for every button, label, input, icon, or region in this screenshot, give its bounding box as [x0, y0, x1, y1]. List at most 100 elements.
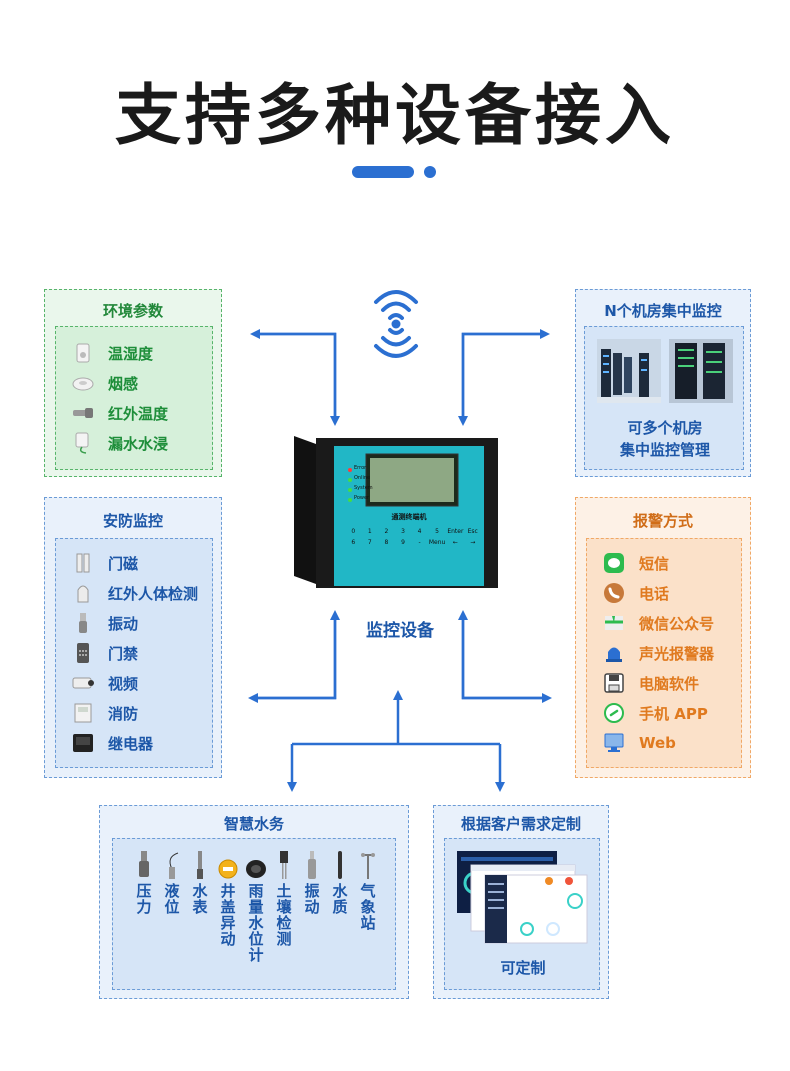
- keypad-key: Menu: [428, 539, 446, 546]
- list-item: 视频: [72, 671, 138, 695]
- list-item: 漏水水浸: [72, 431, 168, 455]
- custom-caption: 可定制: [500, 959, 546, 977]
- led-label: Power: [354, 495, 370, 501]
- monitor-icon: [603, 732, 625, 754]
- save-disk-icon: [603, 672, 625, 694]
- pir-sensor-icon: [72, 582, 94, 604]
- environment-header: 环境参数: [102, 302, 163, 320]
- thermo-hygrometer-icon: [72, 342, 94, 364]
- list-item: 电话: [603, 581, 669, 605]
- list-item: 继电器: [72, 731, 153, 755]
- list-item: 红外人体检测: [72, 581, 198, 605]
- list-item: 烟感: [72, 371, 138, 395]
- dashboard-screens-image: [457, 851, 588, 944]
- camera-icon: [72, 672, 94, 694]
- keypad-key: 2: [384, 528, 389, 535]
- keypad-key: 0: [351, 528, 356, 535]
- title-underline-bar: [352, 166, 414, 178]
- security-list: 门磁 红外人体检测 振动 门禁 视频 消防 继电器: [55, 538, 213, 768]
- custom-header: 根据客户需求定制: [460, 815, 581, 833]
- keypad-key: 7: [367, 539, 372, 546]
- arrow-to-security: [248, 614, 337, 703]
- list-item: 水表: [189, 849, 211, 919]
- access-control-icon: [72, 642, 94, 664]
- list-item: 水质: [329, 849, 351, 919]
- list-item: 温湿度: [72, 341, 153, 365]
- arrow-from-datacenter: [458, 332, 546, 426]
- environment-panel: 环境参数 温湿度 烟感 红外温度 漏水水浸: [44, 289, 222, 477]
- title-underline-dot: [424, 166, 436, 178]
- alarm-panel: 报警方式 短信 电话 微信公众号 声光报警器 电脑软件 手机 APP Web: [575, 497, 751, 778]
- pressure-sensor-icon: [133, 849, 155, 879]
- keypad-key: Enter: [447, 528, 464, 535]
- list-item: 振动: [301, 849, 323, 919]
- vibration-probe-icon: [301, 849, 323, 879]
- relay-icon: [72, 732, 94, 754]
- wechat-icon: [603, 612, 625, 634]
- water-leak-sensor-icon: [72, 432, 94, 454]
- smart-water-panel: 智慧水务 压力 液位 水表 井盖异动 雨量水位计 土壤检测 振动: [99, 805, 409, 999]
- phone-icon: [603, 582, 625, 604]
- list-item: 土壤检测: [273, 849, 295, 951]
- keypad-key: 5: [435, 528, 439, 535]
- arrow-to-alarm: [461, 614, 552, 703]
- list-item: 液位: [161, 849, 183, 919]
- list-item: 门禁: [72, 641, 138, 665]
- device-panel-name: 通测终端机: [391, 513, 427, 521]
- keypad-key: 8: [384, 539, 389, 546]
- water-quality-icon: [329, 849, 351, 879]
- led-label: System: [354, 485, 373, 491]
- datacenter-panel: N个机房集中监控 可多个机房 集中监控管理: [575, 289, 751, 477]
- list-item: 消防: [72, 701, 138, 725]
- device-label: 监控设备: [366, 621, 434, 641]
- alarm-list: 短信 电话 微信公众号 声光报警器 电脑软件 手机 APP Web: [586, 538, 742, 768]
- list-item: Web: [603, 731, 676, 755]
- list-item: 微信公众号: [603, 611, 714, 635]
- manhole-sensor-icon: [217, 849, 239, 879]
- level-probe-icon: [161, 849, 183, 879]
- infrared-thermometer-icon: [72, 402, 94, 424]
- datacenter-caption-1: 可多个机房: [627, 419, 703, 437]
- security-panel: 安防监控 门磁 红外人体检测 振动 门禁 视频 消防 继电器: [44, 497, 222, 778]
- list-item: 井盖异动: [217, 849, 239, 951]
- arrow-to-datacenter: [461, 329, 550, 422]
- arrow-from-alarm: [458, 610, 548, 700]
- security-header: 安防监控: [102, 512, 163, 530]
- arrow-from-security: [252, 610, 340, 700]
- vibration-sensor-icon: [72, 612, 94, 634]
- device-body-image: [294, 436, 498, 588]
- keypad-key: ←: [452, 539, 458, 546]
- list-item: 气象站: [357, 849, 379, 935]
- smoke-detector-icon: [72, 372, 94, 394]
- led-label: Online: [354, 475, 371, 481]
- wireless-signal-icon: [374, 290, 418, 358]
- fire-panel-icon: [72, 702, 94, 724]
- server-room-image: [597, 339, 661, 403]
- list-item: 压力: [133, 849, 155, 919]
- keypad-key: Esc: [467, 528, 478, 535]
- keypad-key: 6: [351, 539, 356, 546]
- keypad-key: →: [470, 539, 476, 546]
- datacenter-content: 可多个机房 集中监控管理: [584, 326, 744, 470]
- water-meter-icon: [189, 849, 211, 879]
- server-rack-image: [669, 339, 733, 403]
- rain-gauge-icon: [245, 849, 267, 879]
- datacenter-caption-2: 集中监控管理: [619, 441, 710, 459]
- arrow-to-environment: [250, 329, 337, 418]
- monitoring-device: Error Online System Power 通测终端机 0 1 2 3 …: [294, 432, 498, 590]
- list-item: 短信: [603, 551, 669, 575]
- soil-sensor-icon: [273, 849, 295, 879]
- keypad-key: -: [418, 539, 421, 546]
- smart-water-header: 智慧水务: [223, 815, 284, 833]
- smart-water-list: 压力 液位 水表 井盖异动 雨量水位计 土壤检测 振动 水质: [112, 838, 396, 990]
- door-magnet-icon: [72, 552, 94, 574]
- keypad-key: 1: [367, 528, 372, 535]
- custom-content: 可定制: [444, 838, 600, 990]
- device-keypad: 0 1 2 3 4 5 Enter Esc 6 7 8 9 - Menu ← →: [346, 528, 480, 546]
- link-app-icon: [603, 702, 625, 724]
- list-item: 振动: [72, 611, 138, 635]
- keypad-key: 9: [401, 539, 405, 546]
- led-label: Error: [354, 465, 367, 471]
- list-item: 门磁: [72, 551, 138, 575]
